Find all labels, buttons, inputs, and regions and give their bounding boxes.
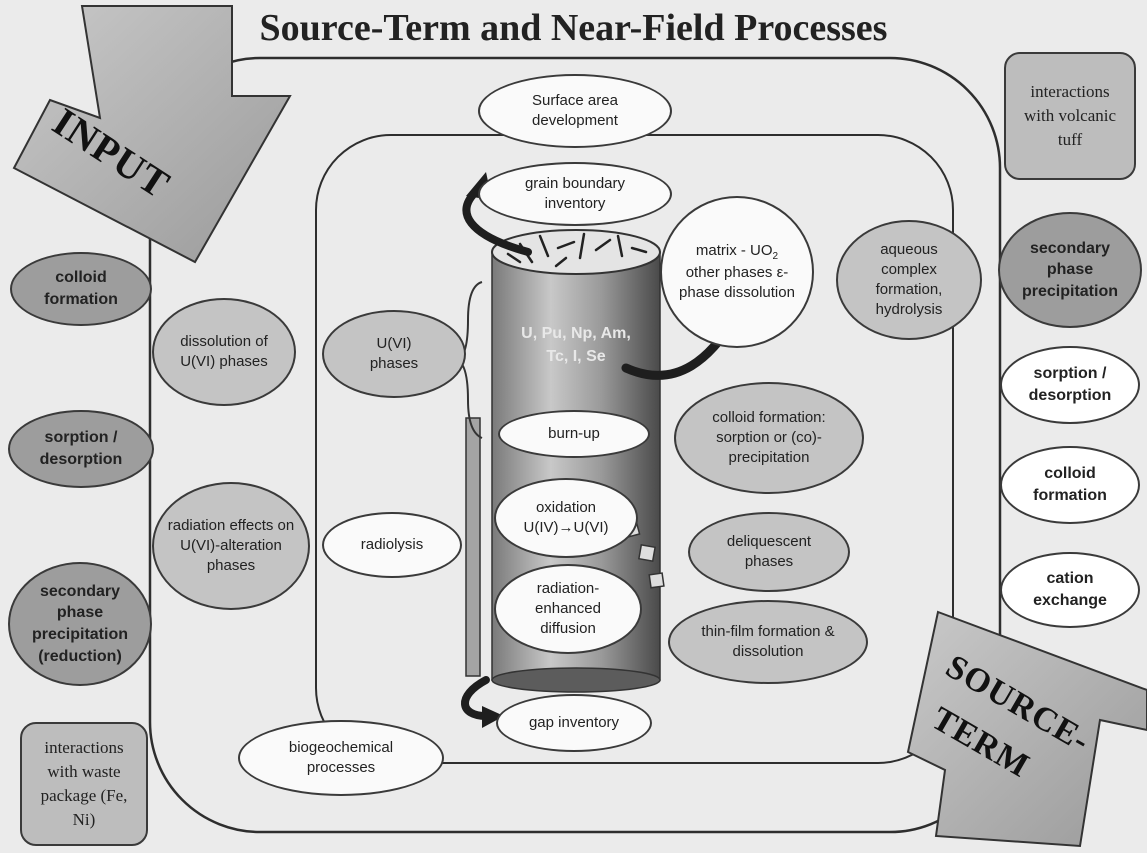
source-term-arrow: [906, 610, 1147, 848]
burn-up: burn-up: [498, 410, 650, 458]
biogeochemical-processes: biogeochemical processes: [238, 720, 444, 796]
gap-inventory-arrowhead: [482, 706, 504, 728]
volcanic-tuff-box: interactions with volcanic tuff: [1004, 52, 1136, 180]
radionuclides-label: U, Pu, Np, Am, Tc, I, Se: [521, 325, 631, 366]
cation-exchange: cation exchange: [1000, 552, 1140, 628]
radiolysis-bar: [465, 417, 481, 677]
radiolysis: radiolysis: [322, 512, 462, 578]
matrix-dissolution: matrix - UO2 other phases ε-phase dissol…: [660, 196, 814, 348]
gap-inventory-arrow: [461, 676, 490, 720]
grain-boundary-arrow: [462, 186, 532, 256]
left-colloid-formation: colloid formation: [10, 252, 152, 326]
radiation-enhanced-diffusion: radiation-enhanced diffusion: [494, 564, 642, 654]
left-sorption-desorption: sorption / desorption: [8, 410, 154, 488]
gap-inventory: gap inventory: [496, 694, 652, 752]
diagram-title: Source-Term and Near-Field Processes: [259, 7, 888, 49]
colloid-sorption-coprecipitation: colloid formation: sorption or (co)-prec…: [674, 382, 864, 494]
uvi-phases: U(VI) phases: [322, 310, 466, 398]
grain-boundary-inventory: grain boundary inventory: [478, 162, 672, 226]
thin-film-formation: thin-film formation & dissolution: [668, 600, 868, 684]
left-secondary-phase-precipitation: secondary phase precipitation (reduction…: [8, 562, 152, 686]
oxidation: oxidation U(IV)→U(VI): [494, 478, 638, 558]
right-secondary-phase-precipitation: secondary phase precipitation: [998, 212, 1142, 328]
aqueous-complex-formation: aqueous complex formation, hydrolysis: [836, 220, 982, 340]
right-colloid-formation: colloid formation: [1000, 446, 1140, 524]
input-arrow: [12, 5, 292, 264]
radiation-effects: radiation effects on U(VI)-alteration ph…: [152, 482, 310, 610]
right-sorption-desorption: sorption / desorption: [1000, 346, 1140, 424]
deliquescent-phases: deliquescent phases: [688, 512, 850, 592]
dissolution-uvi-phases: dissolution of U(VI) phases: [152, 298, 296, 406]
waste-package-box: interactions with waste package (Fe, Ni): [20, 722, 148, 846]
surface-area-development: Surface area development: [478, 74, 672, 148]
